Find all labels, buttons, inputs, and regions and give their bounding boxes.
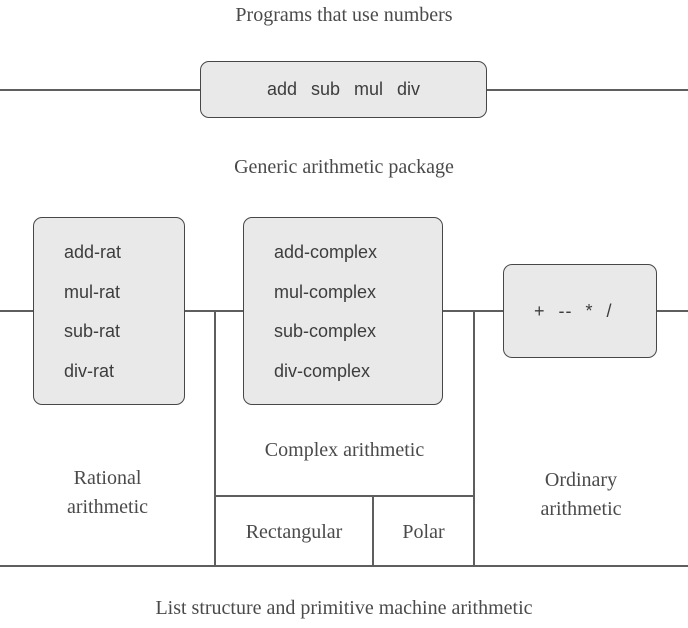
complex-op-sub: sub-complex [274, 321, 377, 341]
complex-op-mul: mul-complex [274, 281, 377, 302]
label-rectangular: Rectangular [245, 521, 343, 543]
divider-rectangular-polar [372, 495, 374, 566]
title-programs-that-use-numbers: Programs that use numbers [235, 4, 453, 26]
label-ordinary-line2: arithmetic [540, 498, 622, 520]
caption-list-structure: List structure and primitive machine ari… [155, 597, 533, 619]
label-complex-arithmetic: Complex arithmetic [264, 439, 425, 461]
complex-op-div: div-complex [274, 360, 371, 381]
complex-ops-box: add-complex mul-complex sub-complex div-… [243, 217, 443, 405]
primitive-ops-box: + -- * / [503, 264, 657, 358]
generic-ops-box: add sub mul div [200, 61, 487, 118]
rational-op-add: add-rat [64, 242, 122, 262]
label-ordinary-line1: Ordinary [544, 469, 618, 491]
wire-base-layer [0, 565, 688, 567]
divider-complex-representations [214, 495, 474, 497]
title-generic-arithmetic-package: Generic arithmetic package [234, 156, 454, 178]
rational-op-mul: mul-rat [64, 281, 121, 302]
primitive-ops-label: + -- * / [534, 300, 613, 321]
divider-complex-ordinary [473, 310, 475, 566]
generic-ops-label: add sub mul div [266, 79, 421, 99]
rational-ops-box: add-rat mul-rat sub-rat div-rat [33, 217, 185, 405]
label-rational-arithmetic: Rational arithmetic [0, 464, 215, 522]
label-polar: Polar [402, 521, 445, 543]
divider-rational-complex [214, 310, 216, 566]
complex-op-add: add-complex [274, 242, 378, 262]
label-rational-line1: Rational [73, 467, 142, 489]
label-ordinary-arithmetic: Ordinary arithmetic [474, 466, 688, 524]
rational-op-div: div-rat [64, 360, 115, 381]
label-rational-line2: arithmetic [66, 496, 149, 518]
rational-op-sub: sub-rat [64, 321, 121, 341]
